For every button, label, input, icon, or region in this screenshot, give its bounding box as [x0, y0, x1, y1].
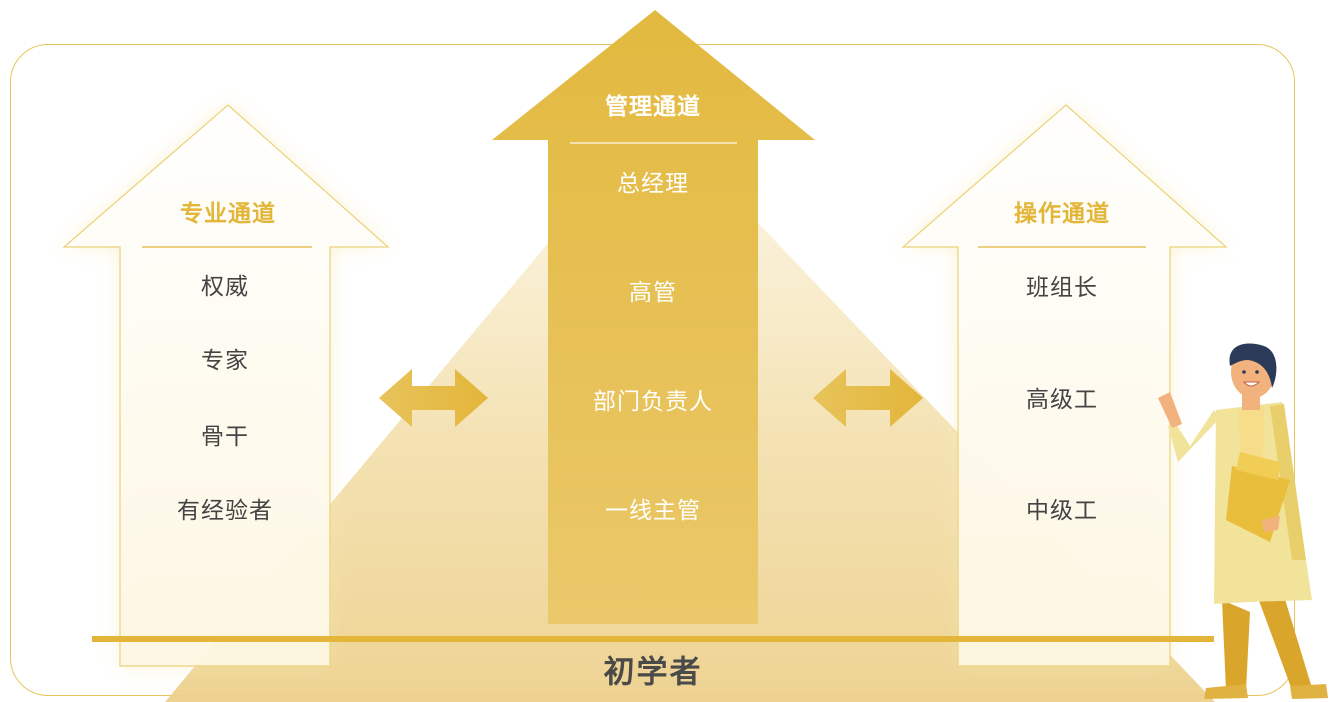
professional-level-3: 骨干 — [201, 424, 249, 450]
management-level-4: 一线主管 — [605, 498, 701, 524]
operation-channel-arrow — [901, 104, 1228, 667]
professional-level-4: 有经验者 — [177, 498, 273, 524]
baseline — [92, 636, 1214, 642]
double-arrow-icon — [813, 369, 923, 427]
double-arrow-icon — [379, 369, 488, 427]
management-level-2: 高管 — [629, 280, 677, 306]
presenter-person-illustration — [1158, 343, 1328, 699]
management-channel-arrow — [492, 10, 815, 624]
professional-level-2: 专家 — [201, 348, 249, 374]
operation-level-2: 高级工 — [1026, 387, 1098, 413]
base-label: 初学者 — [603, 654, 703, 691]
management-channel-title: 管理通道 — [605, 94, 701, 120]
professional-level-1: 权威 — [201, 274, 249, 300]
professional-channel-title: 专业通道 — [180, 201, 276, 227]
management-level-3: 部门负责人 — [593, 389, 713, 415]
professional-channel-arrow — [62, 104, 390, 667]
management-level-1: 总经理 — [617, 171, 689, 197]
operation-level-3: 中级工 — [1026, 498, 1098, 524]
operation-channel-title: 操作通道 — [1014, 201, 1110, 227]
operation-level-1: 班组长 — [1026, 275, 1098, 301]
